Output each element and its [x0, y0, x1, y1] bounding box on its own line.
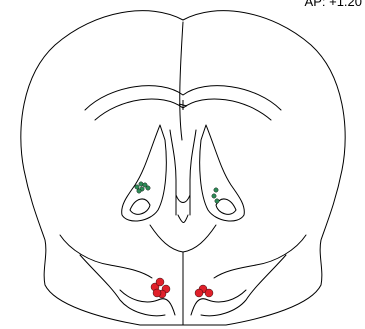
olfactory-tubercle-left	[120, 290, 175, 315]
green-marker	[139, 182, 143, 186]
green-marker	[212, 194, 216, 198]
red-marker	[153, 289, 161, 297]
green-marker	[214, 188, 218, 192]
red-marker	[195, 289, 203, 297]
ap-coordinate-label: AP: +1.20	[305, 0, 362, 9]
red-marker	[156, 278, 164, 286]
striatum-lower-right	[214, 235, 306, 278]
green-marker	[215, 199, 219, 203]
basal-forebrain-right	[201, 255, 286, 316]
midline	[180, 22, 183, 140]
green-marker	[146, 186, 150, 190]
brain-outline	[21, 11, 345, 325]
right-ventricle	[200, 125, 245, 221]
green-marker	[137, 189, 141, 193]
red-marker	[205, 289, 213, 297]
left-ventricle	[122, 125, 167, 221]
septum-detail	[176, 195, 190, 223]
striatum-lower-left	[60, 235, 152, 278]
green-marker	[135, 185, 139, 189]
injection-site-markers	[135, 182, 219, 298]
left-ventricle-inner	[130, 199, 150, 214]
anterior-commissure	[150, 225, 216, 252]
